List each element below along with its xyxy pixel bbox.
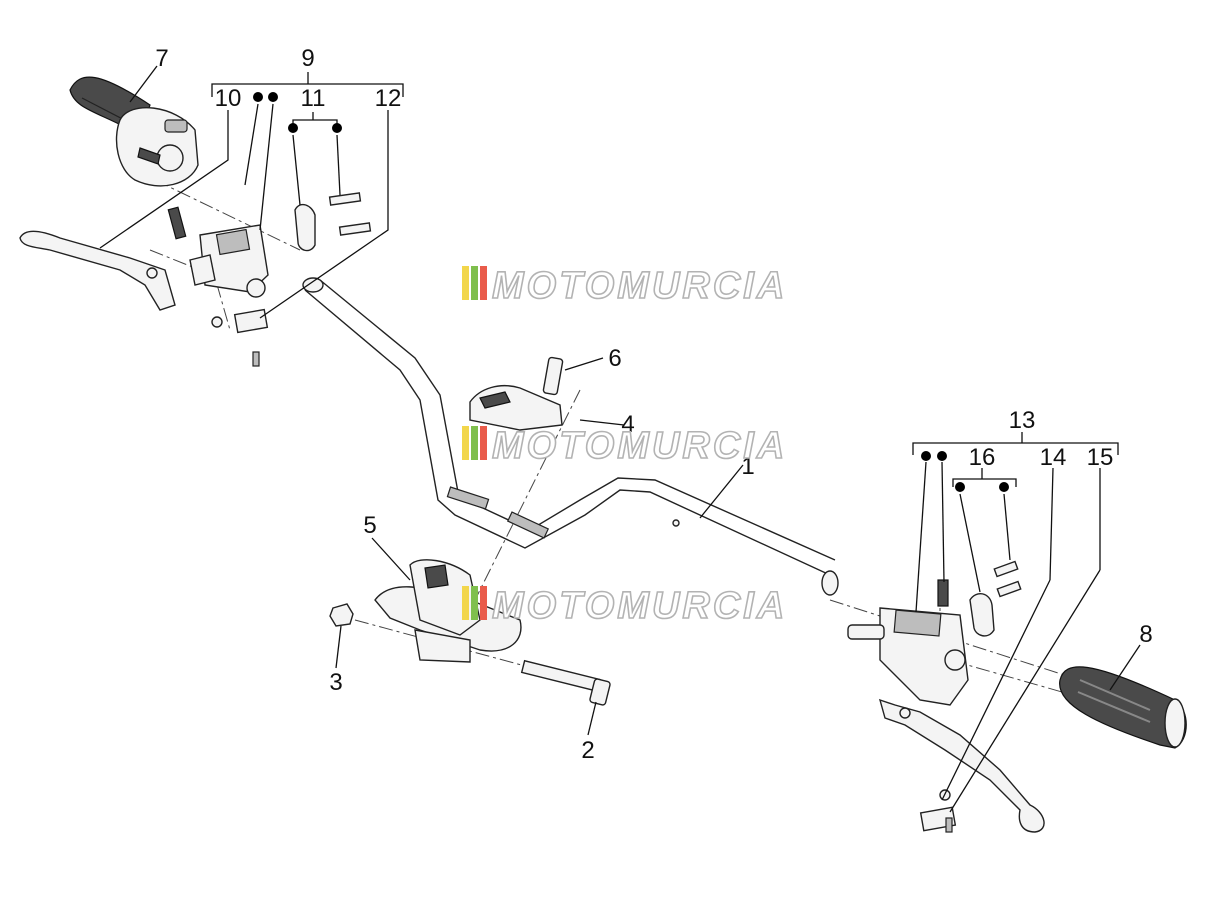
right-clamp-screws <box>969 560 1022 637</box>
watermark-text: MOTOMURCIA <box>492 265 787 307</box>
callout-11: 11 <box>301 85 326 112</box>
bullet-dots <box>253 92 1009 492</box>
watermark-stripe <box>462 586 469 620</box>
callout-2: 2 <box>581 737 594 764</box>
callout-labels: 7 9 10 11 12 6 4 1 5 3 2 8 13 16 14 15 <box>155 45 1152 764</box>
watermark-1: MOTOMURCIA <box>462 264 787 308</box>
callout-13: 13 <box>1009 407 1036 434</box>
watermark-text: MOTOMURCIA <box>492 425 787 467</box>
callout-4: 4 <box>621 411 634 438</box>
watermark-text: MOTOMURCIA <box>492 585 787 627</box>
watermark-3: MOTOMURCIA <box>462 584 787 628</box>
left-grip-switch-housing <box>69 76 199 187</box>
left-brake-lever <box>19 230 176 311</box>
callout-3: 3 <box>329 669 342 696</box>
right-stop-switch <box>919 789 957 833</box>
callout-8: 8 <box>1139 621 1152 648</box>
watermark-stripe <box>471 586 478 620</box>
watermark-stripe <box>471 426 478 460</box>
callout-10: 10 <box>215 85 242 112</box>
left-clamp-screws <box>294 192 372 252</box>
right-grip <box>1059 666 1187 749</box>
bolt <box>520 659 611 706</box>
watermark-stripe <box>480 586 487 620</box>
callout-12: 12 <box>375 85 402 112</box>
leader-lines <box>99 65 1141 813</box>
callout-6: 6 <box>608 345 621 372</box>
callout-1: 1 <box>741 453 754 480</box>
watermark-stripe <box>480 266 487 300</box>
watermark-stripe <box>462 426 469 460</box>
callout-14: 14 <box>1040 444 1067 471</box>
watermark-stripe <box>471 266 478 300</box>
callout-16: 16 <box>969 444 996 471</box>
callout-7: 7 <box>155 45 168 72</box>
watermark-2: MOTOMURCIA <box>462 424 787 468</box>
callout-9: 9 <box>301 45 314 72</box>
upper-cover <box>469 384 563 431</box>
watermark-stripe <box>480 426 487 460</box>
watermark-stripe <box>462 266 469 300</box>
left-master-cylinder <box>167 206 269 298</box>
callout-15: 15 <box>1087 444 1114 471</box>
right-master-cylinder <box>847 579 969 706</box>
cover-screw <box>542 356 564 396</box>
left-stop-switch <box>211 308 269 367</box>
right-brake-lever <box>878 698 1045 833</box>
nut <box>329 603 354 627</box>
handlebar <box>302 277 839 596</box>
callout-5: 5 <box>363 512 376 539</box>
